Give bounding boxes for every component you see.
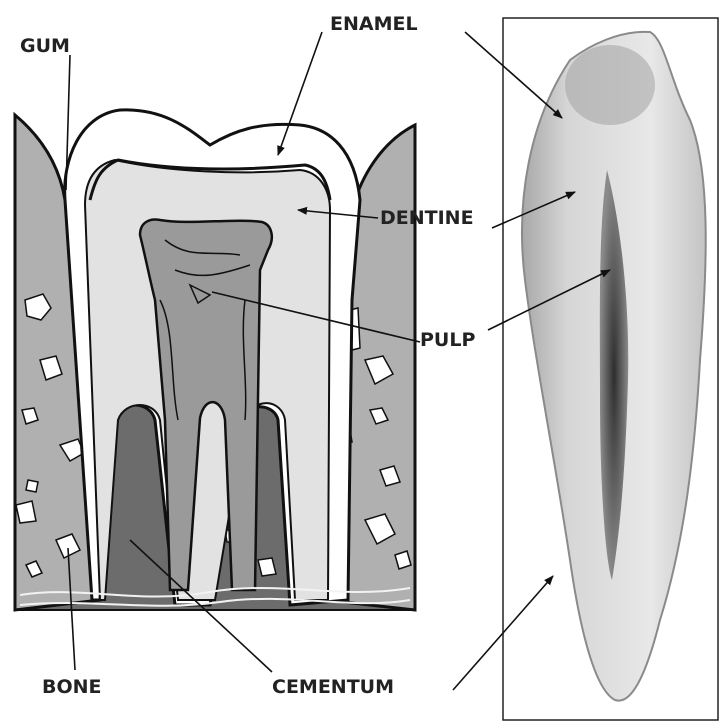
photo-enamel-cap (565, 45, 655, 125)
label-dentine: DENTINE (380, 207, 474, 229)
label-cementum: CEMENTUM (272, 676, 394, 698)
tooth-schematic (15, 110, 415, 610)
label-gum: GUM (20, 35, 70, 57)
label-enamel: ENAMEL (330, 13, 418, 35)
label-pulp: PULP (420, 329, 475, 351)
label-bone: BONE (42, 676, 102, 698)
tooth-photo-panel (503, 18, 718, 720)
